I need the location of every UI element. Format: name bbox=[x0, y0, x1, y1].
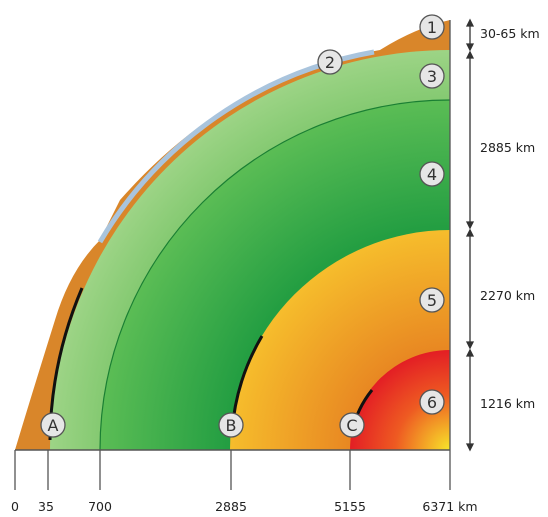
layer-badge-1: 1 bbox=[419, 14, 445, 40]
axis-tick-35: 35 bbox=[38, 499, 54, 513]
svg-text:4: 4 bbox=[427, 165, 437, 184]
svg-text:C: C bbox=[346, 416, 357, 435]
boundary-marker-b: B bbox=[218, 412, 244, 438]
range-arrows bbox=[465, 18, 475, 452]
axis-tick-700: 700 bbox=[88, 499, 112, 513]
svg-text:3: 3 bbox=[427, 67, 437, 86]
axis-tick-lines bbox=[14, 20, 451, 490]
layer-badge-3: 3 bbox=[419, 63, 445, 89]
layer-badge-2: 2 bbox=[317, 49, 343, 75]
outer-core-thickness-label: 2270 km bbox=[480, 288, 535, 303]
svg-text:1: 1 bbox=[427, 18, 437, 37]
svg-text:B: B bbox=[226, 416, 237, 435]
axis-tick-0: 0 bbox=[11, 499, 19, 513]
svg-text:6: 6 bbox=[427, 393, 437, 412]
svg-text:2: 2 bbox=[325, 53, 335, 72]
layer-badge-5: 5 bbox=[419, 287, 445, 313]
mantle-boundary-line bbox=[99, 99, 451, 451]
layer-badge-6: 6 bbox=[419, 389, 445, 415]
axis-tick-5155: 5155 bbox=[334, 499, 366, 513]
inner-core-layer bbox=[350, 350, 450, 450]
crust-thickness-label: 30-65 km bbox=[480, 26, 540, 41]
inner-core-thickness-label: 1216 km bbox=[480, 396, 535, 411]
svg-text:A: A bbox=[48, 416, 59, 435]
mantle-thickness-label: 2885 km bbox=[480, 140, 535, 155]
boundary-marker-a: A bbox=[40, 412, 66, 438]
layer-badge-4: 4 bbox=[419, 161, 445, 187]
boundary-marker-c: C bbox=[339, 412, 365, 438]
axis-tick-2885: 2885 bbox=[215, 499, 247, 513]
axis-tick-6371: 6371 km bbox=[422, 499, 477, 513]
svg-text:5: 5 bbox=[427, 291, 437, 310]
